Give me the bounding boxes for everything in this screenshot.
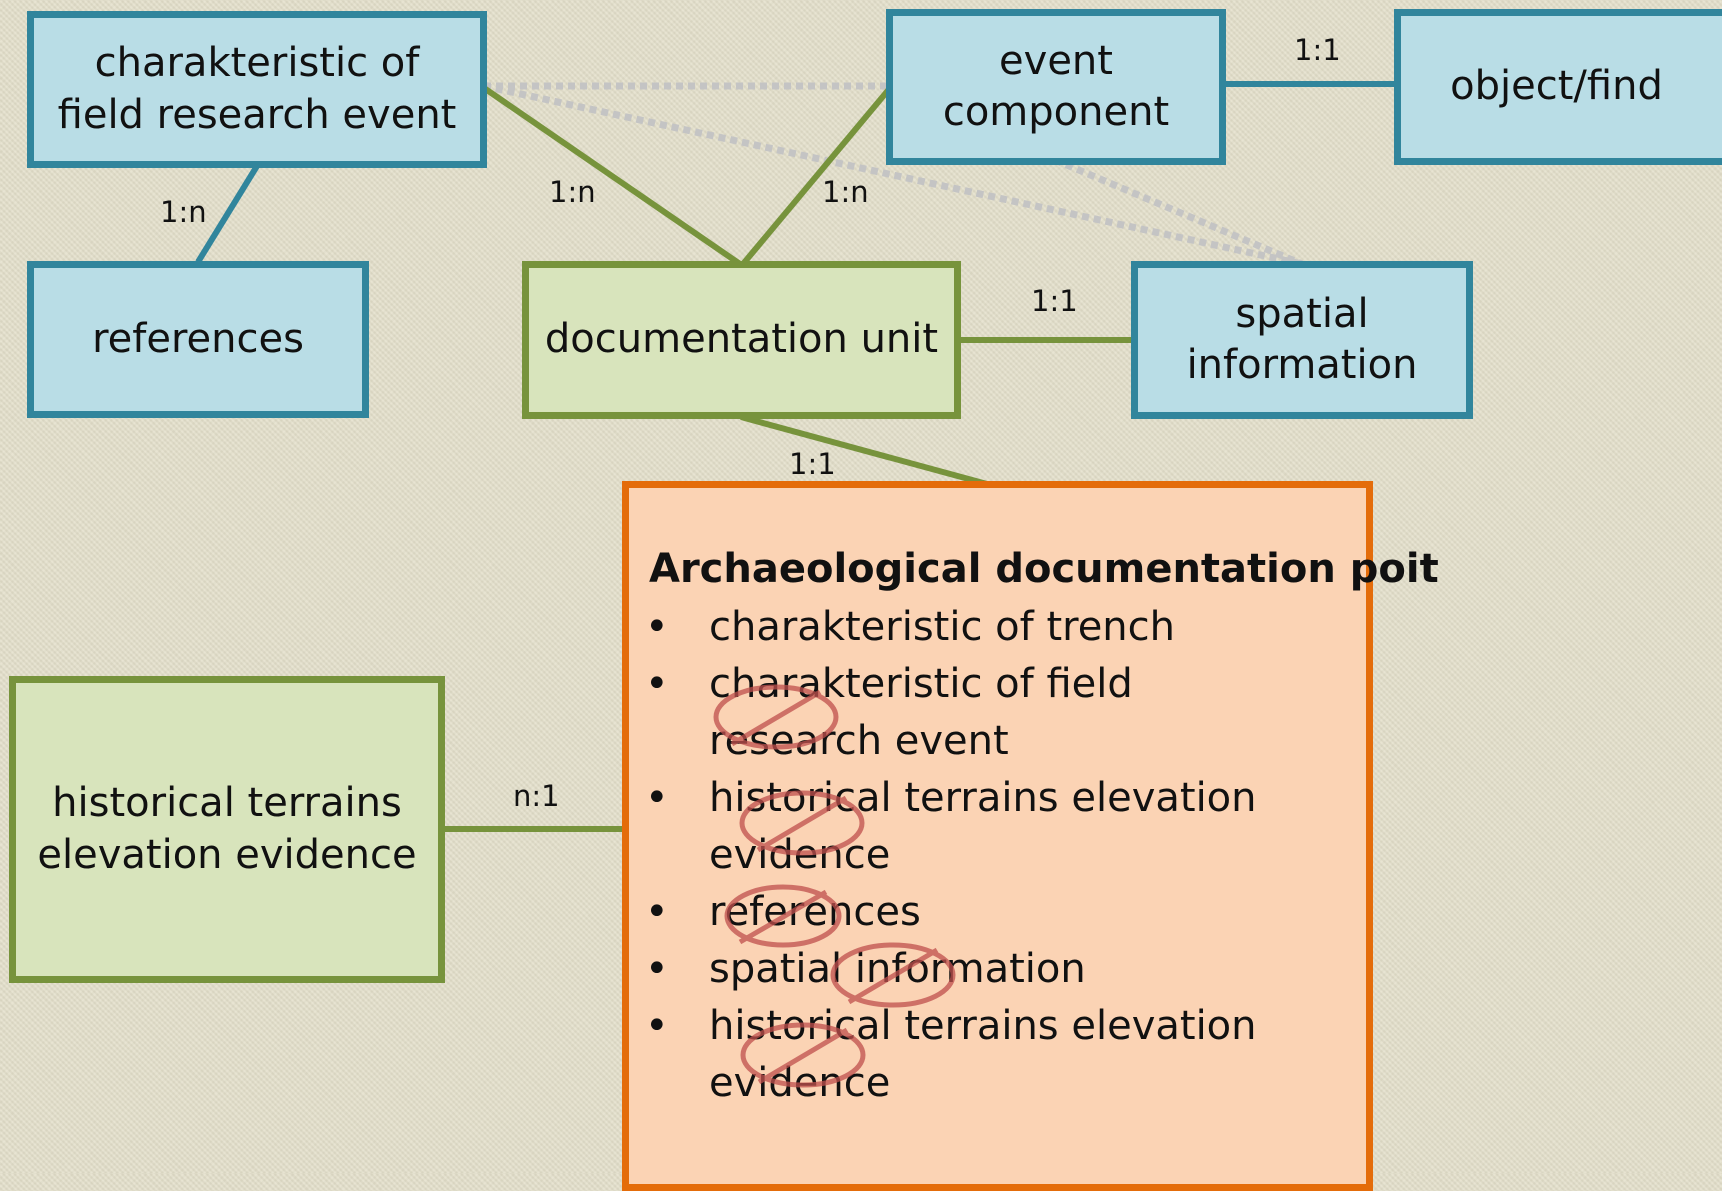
relation-label-event-component-object: 1:1	[1294, 33, 1341, 67]
object-find-box: object/find	[1394, 9, 1722, 165]
relation-label-event-component-docunit: 1:n	[822, 175, 869, 209]
list-item: •spatial information	[645, 946, 1086, 993]
relation-label-field-event-references: 1:n	[160, 195, 207, 229]
historical-terrains-box: historical terrains elevation evidence	[9, 676, 445, 983]
list-item-text: references	[709, 889, 921, 936]
list-item-text: spatial information	[709, 946, 1086, 993]
event-component-label: event component	[942, 37, 1170, 135]
link-field-event-to-docunit	[482, 85, 742, 267]
field-research-event-box: charakteristic of field research event	[27, 11, 487, 168]
link-docunit-to-archaeological-point	[740, 414, 999, 490]
relation-label-historical-archaeological-point: n:1	[513, 779, 560, 813]
relation-label-field-event-docunit: 1:n	[549, 175, 596, 209]
dotted-link-field-event-to-spatial	[483, 82, 1303, 268]
link-event-component-to-docunit	[740, 86, 893, 266]
relation-label-docunit-archaeological-point: 1:1	[789, 447, 836, 481]
references-box: references	[27, 261, 369, 418]
list-item: •references	[645, 889, 921, 936]
relation-label-docunit-spatial: 1:1	[1031, 284, 1078, 318]
archaeological-documentation-point-box: Archaeological documentation poit •chara…	[622, 481, 1439, 1191]
list-item-text: charakteristic of field research event	[709, 661, 1133, 765]
list-item: •historical terrains elevation evidence	[645, 775, 1257, 879]
field-research-event-label: charakteristic of field research event	[57, 40, 457, 138]
archaeological-point-title: Archaeological documentation poit	[649, 546, 1439, 592]
list-item: •charakteristic of field research event	[645, 661, 1133, 765]
historical-terrains-label: historical terrains elevation evidence	[37, 780, 417, 878]
object-find-label: object/find	[1450, 63, 1663, 110]
list-item: •historical terrains elevation evidence	[645, 1003, 1257, 1107]
list-item-text: charakteristic of trench	[709, 604, 1175, 651]
archaeological-point-list: •charakteristic of trench •charakteristi…	[645, 599, 1356, 1112]
event-component-box: event component	[886, 9, 1226, 165]
references-label: references	[92, 315, 304, 362]
documentation-unit-label: documentation unit	[544, 316, 939, 363]
spatial-information-box: spatial information	[1131, 261, 1473, 419]
list-item-text: historical terrains elevation evidence	[709, 1003, 1257, 1107]
list-item: •charakteristic of trench	[645, 604, 1175, 651]
documentation-unit-box: documentation unit	[522, 261, 961, 419]
link-field-event-to-references	[195, 164, 260, 264]
dotted-link-event-component-to-spatial	[1053, 156, 1304, 268]
spatial-information-label: spatial information	[1186, 290, 1418, 388]
list-item-text: historical terrains elevation evidence	[709, 775, 1257, 879]
